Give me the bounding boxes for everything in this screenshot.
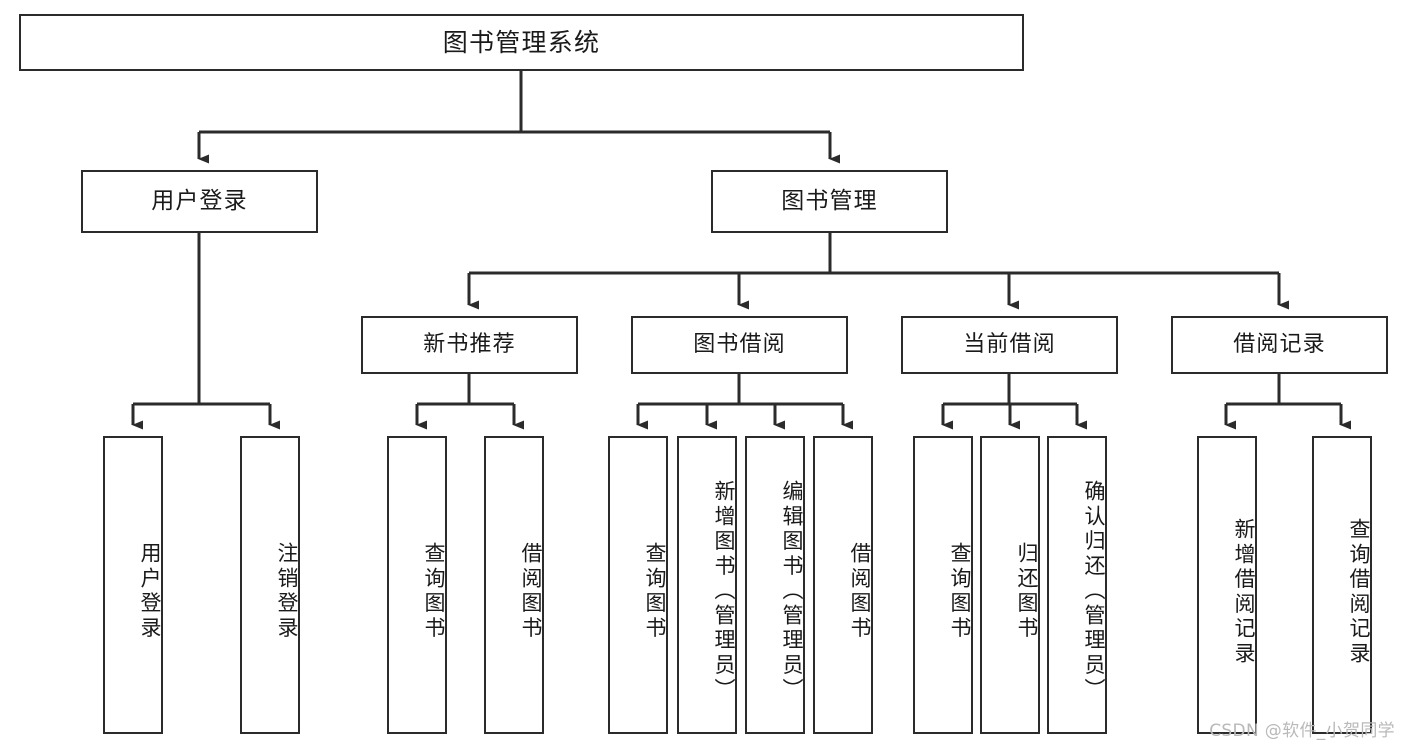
node-label: 编辑图书（管理员）: [780, 480, 804, 704]
node-new-book-recommend[interactable]: 新书推荐: [361, 316, 578, 374]
node-leaf-query-record[interactable]: 查询借阅记录: [1312, 436, 1372, 734]
node-current-borrow[interactable]: 当前借阅: [901, 316, 1118, 374]
node-leaf-add-record[interactable]: 新增借阅记录: [1197, 436, 1257, 734]
node-label: 图书借阅: [693, 331, 786, 357]
node-label: 查询图书: [643, 542, 667, 642]
node-book-borrow[interactable]: 图书借阅: [631, 316, 848, 374]
node-label: 用户登录: [151, 187, 248, 214]
node-user-login[interactable]: 用户登录: [81, 170, 318, 233]
node-label: 查询图书: [422, 542, 446, 642]
node-leaf-borrow-book-2[interactable]: 借阅图书: [813, 436, 873, 734]
node-leaf-query-book-2[interactable]: 查询图书: [608, 436, 668, 734]
node-leaf-query-book-3[interactable]: 查询图书: [913, 436, 973, 734]
node-leaf-confirm-return[interactable]: 确认归还（管理员）: [1047, 436, 1107, 734]
node-label: 借阅图书: [848, 542, 872, 642]
node-label: 当前借阅: [963, 331, 1056, 357]
node-label: 查询图书: [948, 542, 972, 642]
node-leaf-logout[interactable]: 注销登录: [240, 436, 300, 734]
node-leaf-user-login[interactable]: 用户登录: [103, 436, 163, 734]
node-leaf-edit-book[interactable]: 编辑图书（管理员）: [745, 436, 805, 734]
node-label: 查询借阅记录: [1347, 517, 1371, 667]
node-label: 图书管理: [781, 187, 878, 214]
node-label: 用户登录: [138, 542, 162, 642]
node-borrow-record[interactable]: 借阅记录: [1171, 316, 1388, 374]
node-leaf-borrow-book-1[interactable]: 借阅图书: [484, 436, 544, 734]
node-label: 新增借阅记录: [1232, 517, 1256, 667]
node-label: 确认归还（管理员）: [1082, 480, 1106, 704]
csdn-watermark: CSDN @软件_小贺同学: [1209, 721, 1395, 741]
node-leaf-query-book-1[interactable]: 查询图书: [387, 436, 447, 734]
node-label: 新增图书（管理员）: [712, 480, 736, 704]
node-leaf-add-book[interactable]: 新增图书（管理员）: [677, 436, 737, 734]
node-book-manage[interactable]: 图书管理: [711, 170, 948, 233]
node-label: 图书管理系统: [442, 27, 601, 57]
node-label: 借阅图书: [519, 542, 543, 642]
node-label: 新书推荐: [423, 331, 516, 357]
node-root-system[interactable]: 图书管理系统: [19, 14, 1024, 71]
node-label: 归还图书: [1015, 542, 1039, 642]
node-label: 借阅记录: [1233, 331, 1326, 357]
node-leaf-return-book[interactable]: 归还图书: [980, 436, 1040, 734]
node-label: 注销登录: [275, 542, 299, 642]
